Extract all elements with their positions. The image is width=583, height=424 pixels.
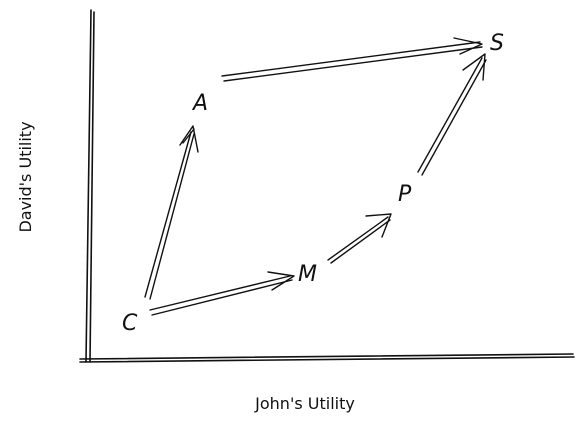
node-m-label: M xyxy=(298,262,317,287)
node-a-label: A xyxy=(191,91,208,116)
node-c-label: C xyxy=(122,311,138,336)
edge-m-to-p xyxy=(327,213,392,264)
x-axis xyxy=(79,353,575,363)
edge-p-to-s xyxy=(417,53,487,176)
y-axis-label: David's Utility xyxy=(16,121,35,232)
y-axis xyxy=(85,9,95,363)
edge-c-to-a xyxy=(144,125,199,300)
node-p-label: P xyxy=(398,182,412,207)
edge-c-to-m xyxy=(149,271,295,316)
edge-a-to-s xyxy=(221,37,483,82)
node-s-label: S xyxy=(490,31,504,56)
x-axis-label: John's Utility xyxy=(254,394,355,413)
